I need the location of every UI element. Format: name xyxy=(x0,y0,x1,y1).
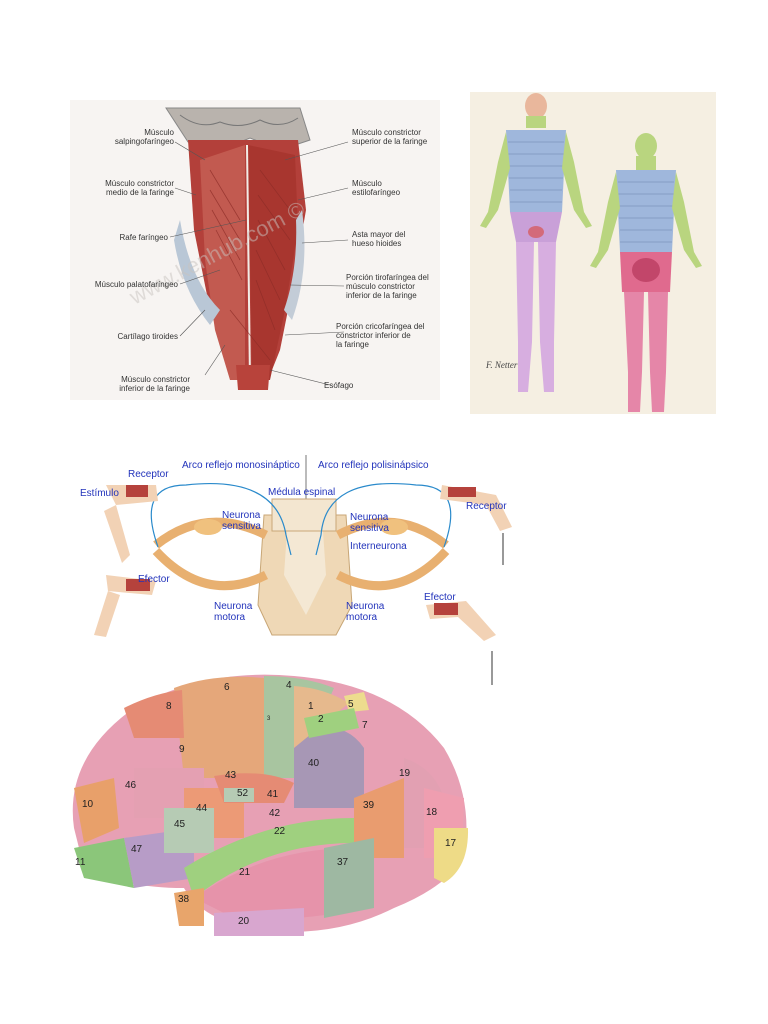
brodmann-area: 4 xyxy=(286,680,292,691)
pharynx-label-cricofaringea: Porción cricofaríngea del constrictor in… xyxy=(336,322,425,349)
brodmann-brain xyxy=(72,674,469,936)
brodmann-area: 22 xyxy=(274,826,286,837)
reflex-label-neurona-sensitiva-right: Neurona sensitiva xyxy=(350,512,389,534)
svg-text:F. Netter: F. Netter xyxy=(485,360,518,370)
pharynx-label-constrictor-superior: Músculo constrictor superior de la farin… xyxy=(352,128,428,146)
reflex-title-mono: Arco reflejo monosináptico xyxy=(182,460,300,471)
pharynx-label-tirofaringea: Porción tirofaríngea del músculo constri… xyxy=(346,273,429,300)
brodmann-area: 20 xyxy=(238,916,250,927)
brodmann-area: 11 xyxy=(75,857,86,868)
reflex-label-interneurona: Interneurona xyxy=(350,541,407,552)
brodmann-panel: 6 4 8 1 5 3 2 7 9 40 19 43 46 52 41 10 4… xyxy=(64,668,484,940)
reflex-label-receptor-right: Receptor xyxy=(466,501,507,512)
brodmann-area: 40 xyxy=(308,758,320,769)
reflex-label-receptor-left: Receptor xyxy=(128,469,169,480)
reflex-label-estimulo: Estímulo xyxy=(80,488,119,499)
pharynx-label-constrictor-inferior: Músculo constrictor inferior de la farin… xyxy=(119,375,190,393)
pharynx-label-estilofaringeo: Músculo estilofaríngeo xyxy=(352,179,401,197)
brodmann-area: 9 xyxy=(179,744,185,755)
pharynx-label-salpingo: Músculo salpingofaríngeo xyxy=(114,128,174,146)
reflex-arc-illustration xyxy=(76,455,526,690)
brodmann-area: 7 xyxy=(362,720,368,731)
brodmann-area: 44 xyxy=(196,803,208,814)
brodmann-area: 21 xyxy=(239,867,251,878)
brodmann-area: 42 xyxy=(269,808,281,819)
front-figure xyxy=(480,93,592,392)
brodmann-area: 6 xyxy=(224,682,230,693)
pharynx-label-esofago: Esófago xyxy=(324,381,354,390)
brodmann-area: 10 xyxy=(82,799,94,810)
brodmann-area: 41 xyxy=(267,789,279,800)
reflex-arc-panel: Arco reflejo monosináptico Arco reflejo … xyxy=(76,455,526,690)
brodmann-area: 8 xyxy=(166,701,172,712)
brodmann-area: 19 xyxy=(399,768,411,779)
brodmann-area: 3 xyxy=(267,716,271,722)
brodmann-area: 39 xyxy=(363,800,375,811)
reflex-label-efector-right: Efector xyxy=(424,592,456,603)
reflex-label-efector-left: Efector xyxy=(138,574,170,585)
dermatome-illustration: F. Netter xyxy=(470,92,716,414)
pharynx-label-palatofaringeo: Músculo palatofaríngeo xyxy=(94,280,178,289)
pharynx-label-asta-hioides: Asta mayor del hueso hioides xyxy=(352,230,406,248)
pharynx-panel: www.kenhub.com © Músculo salpingofarínge… xyxy=(70,100,440,400)
brodmann-area: 47 xyxy=(131,844,143,855)
brodmann-area: 18 xyxy=(426,807,438,818)
brodmann-area: 2 xyxy=(318,714,324,725)
back-figure xyxy=(590,133,702,412)
brodmann-area: 52 xyxy=(237,788,249,799)
pharynx-label-tiroides: Cartílago tiroides xyxy=(117,332,178,341)
reflex-label-neurona-motora-right: Neurona motora xyxy=(346,601,385,623)
brodmann-area: 46 xyxy=(125,780,137,791)
dermatome-panel: F. Netter xyxy=(470,92,716,414)
brodmann-area: 17 xyxy=(445,838,457,849)
reflex-label-neurona-sensitiva-left: Neurona sensitiva xyxy=(222,510,261,532)
pharynx-label-rafe: Rafe faríngeo xyxy=(119,233,168,242)
brodmann-area: 37 xyxy=(337,857,349,868)
brodmann-area: 5 xyxy=(348,699,354,710)
reflex-label-neurona-motora-left: Neurona motora xyxy=(214,601,253,623)
brodmann-area: 45 xyxy=(174,819,186,830)
reflex-title-poli: Arco reflejo polisinápsico xyxy=(318,460,429,471)
brodmann-area: 38 xyxy=(178,894,190,905)
reflex-label-medula: Médula espinal xyxy=(268,487,336,498)
pharynx-label-constrictor-medio: Músculo constrictor medio de la faringe xyxy=(105,179,174,197)
brodmann-area: 43 xyxy=(225,770,237,781)
pharynx-illustration xyxy=(70,100,440,400)
brodmann-area: 1 xyxy=(308,701,314,712)
